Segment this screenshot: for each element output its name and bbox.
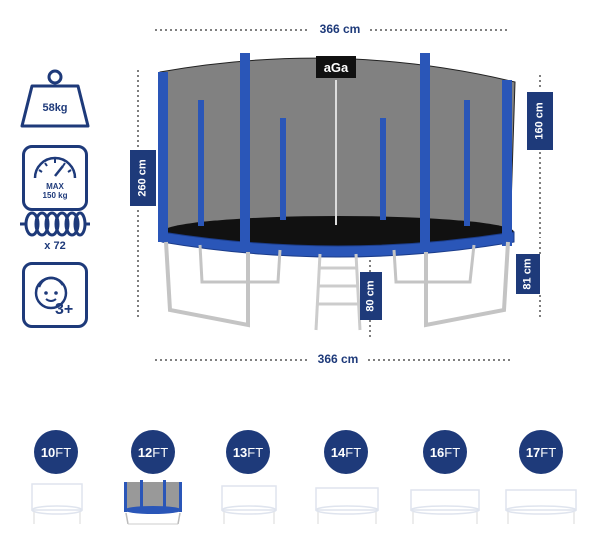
diameter-bottom-label: 366 cm [317,352,359,366]
trampoline-thumbnail-14ft[interactable] [310,478,384,526]
brand-badge [316,56,356,78]
net-pole-back [198,100,204,226]
springs-count: x 72 [44,240,66,252]
weight-value: 58kg [42,102,68,114]
net-pole [502,80,512,246]
net-pole-back [380,118,386,220]
ladder [314,253,362,331]
net-pole [240,53,250,251]
weight-icon [20,69,90,128]
child-face-icon [34,276,68,310]
net-pole-back [464,100,470,226]
frame-height-label: 81 cm [516,254,540,294]
age-value: 3+ [55,301,74,318]
total-height-label: 260 cm [130,150,156,206]
frame-leg [164,241,250,328]
trampoline-thumbnail-16ft[interactable] [408,478,482,526]
max-load-value: 150 kg [42,191,68,200]
net-height-label: 160 cm [527,92,553,150]
springs-spec: x 72 [18,210,92,258]
frame-leg [424,241,510,328]
ladder-height-label: 80 cm [360,272,382,320]
trampoline-thumbnail-12ft[interactable] [116,478,190,526]
trampoline-thumbnail-17ft[interactable] [504,478,578,526]
trampoline-thumbnail-13ft[interactable] [212,478,286,526]
frame-leg [198,244,282,284]
net-pole [420,53,430,251]
max-load-label: MAX [46,182,64,191]
net-pole [158,72,168,242]
brand-logo: aGa [324,60,349,75]
trampoline-thumbnail-10ft[interactable] [20,478,94,526]
frame-leg [392,244,476,284]
spring-icon [20,211,90,237]
trampoline-illustration: aGa [137,29,541,361]
diameter-top-label: 366 cm [319,22,361,36]
scale-icon [33,156,77,179]
weight-spec: 58kg [18,68,92,130]
age-spec: 3+ [22,262,88,328]
net-pole-back [280,118,286,220]
max-load-spec: MAX 150 kg [22,145,88,211]
safety-net [159,57,516,239]
